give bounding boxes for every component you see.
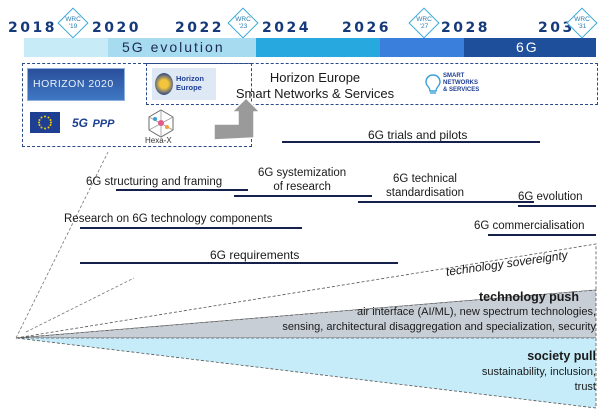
society-pull-wedge <box>15 337 597 409</box>
timeline-band-5g <box>108 38 256 57</box>
hexa-x-icon <box>148 109 174 138</box>
horizon-europe-box <box>146 63 598 105</box>
transition-arrow-icon <box>213 96 262 141</box>
pull-title: society pull <box>527 349 596 363</box>
year-2020: 2020 <box>92 20 141 36</box>
wrc-31-marker: WRC'31 <box>566 7 598 39</box>
eu-flag-icon <box>30 112 60 133</box>
wrc-title: WRC <box>235 16 251 23</box>
technology-push-wedge <box>15 289 597 339</box>
horizon2020-logo: HORIZON 2020 <box>27 68 125 101</box>
standardisation-bar <box>358 201 534 203</box>
he-logo-line1: Horizon <box>176 74 204 83</box>
ppp-prefix: 5G <box>72 116 89 130</box>
band-5g-label: 5G evolution <box>122 39 225 55</box>
research-bar <box>80 227 302 229</box>
systemization-label: 6G systemization of research <box>258 166 346 194</box>
push-title: technology push <box>479 290 579 304</box>
push-details: air interface (AI/ML), new spectrum tech… <box>282 305 596 335</box>
wrc-19-marker: WRC'19 <box>57 7 89 39</box>
year-2028: 2028 <box>441 20 490 36</box>
horizon-europe-logo: Horizon Europe <box>152 68 216 100</box>
timeline-band-mid <box>256 38 380 57</box>
push-line2: sensing, architectural disaggregation an… <box>282 321 596 333</box>
wrc-num: '23 <box>238 23 248 30</box>
horizon-europe-title: Horizon Europe Smart Networks & Services <box>220 70 410 102</box>
he-title-line2: Smart Networks & Services <box>235 86 395 101</box>
standardisation-label: 6G technical standardisation <box>386 172 464 200</box>
wrc-num: '19 <box>68 23 78 30</box>
wrc-num: '27 <box>419 23 429 30</box>
wrc-title: WRC <box>416 16 432 23</box>
trials-label: 6G trials and pilots <box>368 128 468 142</box>
requirements-label: 6G requirements <box>210 248 300 262</box>
wrc-27-marker: WRC'27 <box>408 7 440 39</box>
sns-logo: SMART NETWORKS & SERVICES <box>425 70 495 100</box>
pull-line2: trust <box>574 381 596 393</box>
commercialisation-label: 6G commercialisation <box>474 220 585 232</box>
systemization-bar <box>234 195 372 197</box>
5g-ppp-logo: 5G PPP <box>72 114 114 132</box>
year-2018: 2018 <box>8 20 57 36</box>
research-label: Research on 6G technology components <box>64 213 273 225</box>
push-line1: air interface (AI/ML), new spectrum tech… <box>356 306 596 318</box>
timeline-band-early <box>24 38 108 57</box>
requirements-bar <box>80 262 398 264</box>
horizon2020-text: HORIZON 2020 <box>33 78 114 90</box>
pull-details: sustainability, inclusion, trust <box>482 365 596 395</box>
timeline-band-6g <box>464 38 596 57</box>
systemization-line2: of research <box>273 181 331 193</box>
year-2026: 2026 <box>342 20 391 36</box>
hexa-x-logo: Hexa-X <box>140 108 182 146</box>
lightbulb-icon <box>425 74 441 94</box>
systemization-line1: 6G systemization <box>258 167 347 179</box>
sns-line1: SMART <box>443 73 465 79</box>
standardisation-line2: standardisation <box>386 187 464 199</box>
pull-line1: sustainability, inclusion, <box>481 366 596 378</box>
perspective-line-upper <box>15 151 109 339</box>
he-title-line1: Horizon Europe <box>269 70 361 85</box>
sns-line2: NETWORKS <box>443 80 478 86</box>
wrc-title: WRC <box>574 16 590 23</box>
standardisation-line1: 6G technical <box>393 173 457 185</box>
wrc-num: '31 <box>577 23 587 30</box>
horizon-europe-emblem-icon <box>155 73 173 95</box>
perspective-line-lower <box>25 277 135 333</box>
band-6g-label: 6G <box>516 39 539 55</box>
year-2022: 2022 <box>175 20 224 36</box>
year-2024: 2024 <box>262 20 311 36</box>
commercialisation-bar <box>488 234 596 236</box>
ppp-text: PPP <box>92 118 115 130</box>
wrc-23-marker: WRC'23 <box>227 7 259 39</box>
sns-line3: & SERVICES <box>443 87 480 93</box>
evolution-bar <box>518 205 596 207</box>
wrc-title: WRC <box>65 16 81 23</box>
he-logo-line2: Europe <box>176 83 202 92</box>
structuring-bar <box>116 189 248 191</box>
hexa-x-text: Hexa-X <box>145 136 172 145</box>
timeline-band-transition <box>380 38 464 57</box>
trials-bar <box>282 141 540 143</box>
structuring-label: 6G structuring and framing <box>86 176 223 188</box>
evolution-label: 6G evolution <box>518 191 583 203</box>
sovereignty-wedge <box>15 243 597 339</box>
